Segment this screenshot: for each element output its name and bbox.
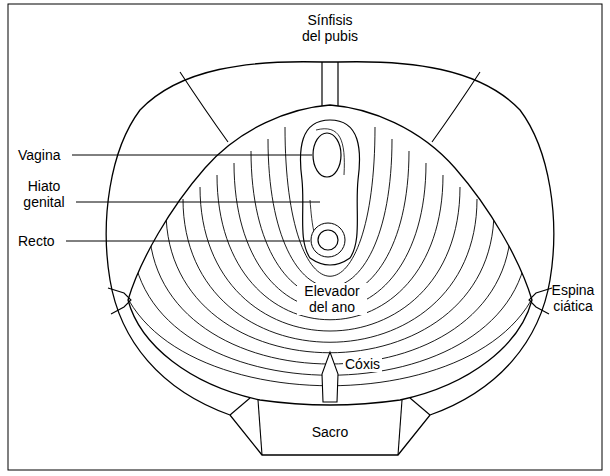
pelvic-bone (106, 62, 554, 455)
sacrum-edge (398, 400, 402, 455)
muscle-fibres (115, 127, 545, 386)
muscle-fibre (149, 223, 511, 364)
leader-line (66, 241, 310, 242)
muscle-label: Elevador del ano (297, 283, 367, 315)
leader-line (76, 202, 320, 203)
coccyx (322, 352, 338, 402)
figure-frame (8, 4, 602, 470)
bone-label: Sacro (300, 424, 360, 440)
ischial-spine (529, 288, 552, 314)
bone-suture (180, 72, 228, 142)
rectum-lumen (318, 230, 338, 250)
muscle-fibre (166, 211, 494, 353)
genital-hiatus (300, 120, 359, 265)
levator-muscle (128, 105, 532, 405)
sacrum-edge (258, 400, 262, 455)
vagina-opening (313, 133, 341, 177)
bone-label: Sínfisis del pubis (299, 12, 361, 44)
leader-line (72, 155, 312, 156)
structure-label: Vagina (18, 147, 61, 163)
symphysis-line (321, 62, 322, 106)
bone-suture (432, 72, 480, 142)
structure-label: Recto (18, 233, 55, 249)
sacroiliac-line (230, 398, 250, 415)
symphysis-line (337, 62, 338, 106)
sacroiliac-line (410, 398, 430, 415)
bone-label: Cóxis (343, 356, 382, 372)
rectum-wall (311, 223, 345, 257)
bone-label: Espina ciática (546, 282, 600, 314)
structure-label: Hiato genital (18, 178, 70, 210)
ischial-spine (108, 288, 131, 314)
